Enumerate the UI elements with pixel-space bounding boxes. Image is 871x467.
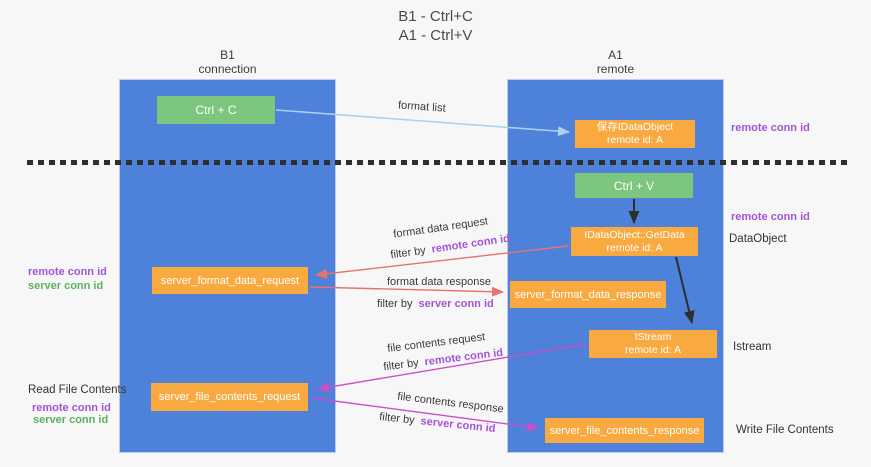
format-list-text: format list bbox=[397, 99, 447, 115]
lane-header-b1: B1 connection bbox=[119, 48, 336, 76]
node-idataobject-getdata: IDataObject::GetData remote id: A bbox=[571, 227, 698, 256]
session-divider-dashed-line bbox=[27, 160, 848, 165]
filter-by-text: filter by bbox=[377, 298, 413, 310]
lane-a1-title: A1 bbox=[608, 48, 623, 62]
ctrl-c-label: Ctrl + C bbox=[195, 103, 237, 117]
edge-label-format-data-response: format data response bbox=[387, 276, 491, 288]
filter-by-text: filter by bbox=[389, 244, 427, 262]
annotation-read-file-contents: Read File Contents bbox=[28, 384, 127, 396]
annotation-write-file-contents: Write File Contents bbox=[736, 424, 834, 436]
annotation-remote-conn-id-top-right: remote conn id bbox=[731, 122, 810, 134]
node-ctrl-v: Ctrl + V bbox=[575, 173, 693, 198]
format-data-response-text: format data response bbox=[387, 276, 491, 288]
annotation-server-conn-id-left-2: server conn id bbox=[33, 414, 109, 426]
edge-label-file-contents-response: file contents response bbox=[397, 391, 505, 416]
diagram-title: B1 - Ctrl+C A1 - Ctrl+V bbox=[0, 7, 871, 45]
save-idataobject-line2: remote id: A bbox=[606, 134, 664, 146]
lane-b1-subtitle: connection bbox=[198, 62, 257, 76]
server-file-contents-request-label: server_file_contents_request bbox=[158, 391, 301, 403]
filter-by-text: filter by bbox=[382, 357, 420, 374]
node-save-idataobject: 保存IDataObject remote id: A bbox=[575, 120, 695, 148]
server-conn-id-text: server conn id bbox=[419, 415, 497, 436]
node-server-file-contents-request: server_file_contents_request bbox=[151, 383, 308, 411]
edge-label-filter-by-server-1: filter by server conn id bbox=[377, 298, 494, 310]
title-line-1: B1 - Ctrl+C bbox=[398, 8, 473, 25]
server-format-data-response-label: server_format_data_response bbox=[514, 288, 662, 301]
file-contents-response-text: file contents response bbox=[396, 390, 505, 416]
annotation-dataobject: DataObject bbox=[729, 233, 787, 245]
title-line-2: A1 - Ctrl+V bbox=[398, 27, 473, 44]
lane-a1-subtitle: remote bbox=[596, 62, 635, 76]
edge-label-filter-by-server-2: filter by server conn id bbox=[379, 411, 496, 435]
node-istream: IStream remote id: A bbox=[589, 330, 717, 358]
getdata-line2: remote id: A bbox=[606, 241, 663, 254]
istream-line1: IStream bbox=[634, 331, 672, 343]
remote-conn-id-text: remote conn id bbox=[430, 232, 511, 256]
lane-b1-title: B1 bbox=[220, 48, 235, 62]
server-conn-id-text: server conn id bbox=[418, 298, 494, 310]
lane-header-a1: A1 remote bbox=[507, 48, 724, 76]
getdata-line1: IDataObject::GetData bbox=[584, 228, 685, 241]
node-server-file-contents-response: server_file_contents_response bbox=[545, 418, 704, 443]
node-server-format-data-request: server_format_data_request bbox=[152, 267, 308, 294]
istream-line2: remote id: A bbox=[624, 344, 682, 356]
remote-conn-id-text: remote conn id bbox=[423, 346, 504, 369]
server-format-data-request-label: server_format_data_request bbox=[160, 274, 300, 287]
node-server-format-data-response: server_format_data_response bbox=[510, 281, 666, 308]
annotation-remote-conn-id-mid-right: remote conn id bbox=[731, 211, 810, 223]
edge-label-format-list: format list bbox=[398, 99, 446, 114]
server-file-contents-response-label: server_file_contents_response bbox=[549, 424, 700, 437]
annotation-istream: Istream bbox=[733, 341, 772, 353]
ctrl-v-label: Ctrl + V bbox=[613, 178, 655, 193]
filter-by-text: filter by bbox=[378, 410, 416, 427]
node-ctrl-c: Ctrl + C bbox=[157, 96, 275, 124]
annotation-remote-conn-id-left-2: remote conn id bbox=[32, 402, 111, 414]
annotation-server-conn-id-left-1: server conn id bbox=[28, 280, 104, 292]
annotation-remote-conn-id-left-1: remote conn id bbox=[28, 266, 107, 278]
save-idataobject-line1: 保存IDataObject bbox=[596, 121, 674, 133]
